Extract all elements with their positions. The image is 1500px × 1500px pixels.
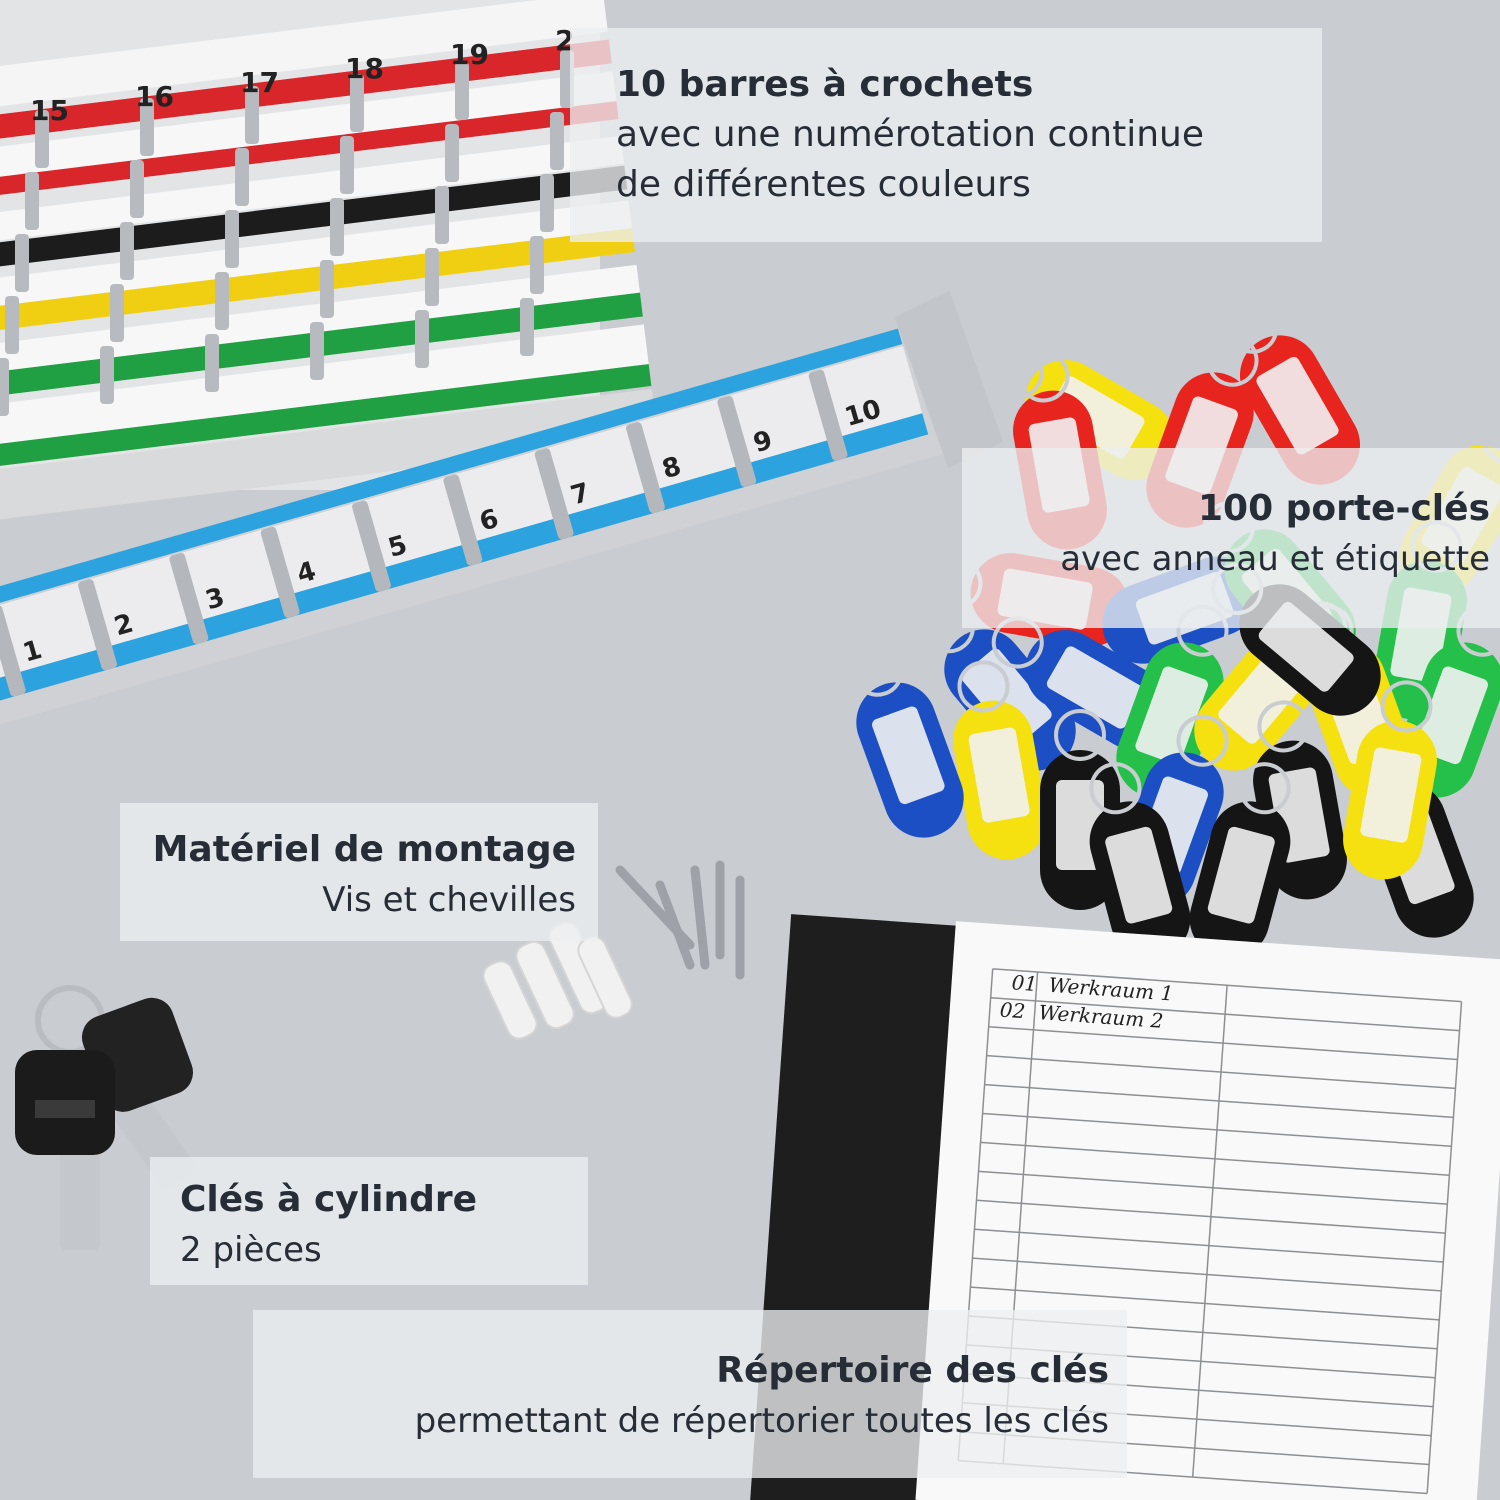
hook <box>25 172 39 230</box>
hook <box>35 110 49 168</box>
hook <box>352 500 391 592</box>
hook <box>530 236 544 294</box>
hook-bars-label: 10 barres à crochets avec une numérotati… <box>570 28 1322 242</box>
top-bar-number: 17 <box>240 66 279 99</box>
hook <box>435 186 449 244</box>
hook <box>717 395 757 487</box>
hook <box>340 136 354 194</box>
cylinder-keys-label: Clés à cylindre 2 pièces <box>150 1157 588 1285</box>
key-tag <box>851 644 964 838</box>
hook <box>5 296 19 354</box>
hook <box>78 579 117 671</box>
key-tag <box>953 660 1047 860</box>
hook <box>443 474 483 566</box>
key-tags-label: 100 porte-clés avec anneau et étiquette <box>962 448 1500 628</box>
key-tag <box>1089 762 1191 959</box>
key-tags-title: 100 porte-clés <box>1197 488 1490 529</box>
key-tag <box>1189 762 1291 959</box>
black-stripe <box>0 165 628 273</box>
hook <box>320 260 334 318</box>
top-bar-numbers: 15 16 17 18 19 2 <box>30 24 574 127</box>
hook <box>534 448 574 540</box>
cylinder-keys-title: Clés à cylindre <box>180 1179 478 1220</box>
hook <box>455 62 469 120</box>
hook-bars-line2: de différentes couleurs <box>616 164 1031 205</box>
hook <box>626 422 665 514</box>
hook <box>205 334 219 392</box>
hook <box>120 222 134 280</box>
top-bar-number: 18 <box>345 52 384 85</box>
hook <box>0 358 9 416</box>
key-directory-line1: permettant de répertorier toutes les clé… <box>414 1401 1109 1441</box>
hook <box>540 174 554 232</box>
hook <box>245 86 259 144</box>
hook <box>0 605 26 697</box>
key-tag <box>1226 301 1360 485</box>
hook <box>140 98 154 156</box>
hook-bars-stack: 15 16 17 18 19 2 <box>0 0 658 522</box>
hook <box>225 210 239 268</box>
yellow-stripe <box>0 228 635 335</box>
hook <box>169 553 209 644</box>
key-tag <box>1343 680 1437 880</box>
hook <box>215 272 229 330</box>
hook <box>415 310 429 368</box>
hook <box>550 112 564 170</box>
mounting-label: Matériel de montage Vis et chevilles <box>120 803 598 941</box>
cylinder-keys-line1: 2 pièces <box>180 1230 322 1270</box>
green-stripe <box>0 292 643 400</box>
entry-2-number: 02 <box>999 997 1026 1023</box>
hook <box>235 148 249 206</box>
hook-bars-line1: avec une numérotation continue <box>616 114 1204 155</box>
red-stripe <box>0 39 612 147</box>
hook <box>350 74 364 132</box>
top-bar-number: 15 <box>30 94 69 127</box>
mounting-line1: Vis et chevilles <box>322 880 576 920</box>
entry-1-number: 01 <box>1011 970 1038 996</box>
top-bar-number: 19 <box>450 38 489 71</box>
top-bar-number: 2 <box>555 24 574 57</box>
key-directory-title: Répertoire des clés <box>716 1350 1109 1391</box>
hook-bars-title: 10 barres à crochets <box>616 64 1034 105</box>
mounting-title: Matériel de montage <box>152 829 576 870</box>
hook <box>100 346 114 404</box>
hook <box>15 234 29 292</box>
hook <box>808 369 848 461</box>
hook <box>310 322 324 380</box>
hook <box>110 284 124 342</box>
hook <box>330 198 344 256</box>
top-bar-number: 16 <box>135 80 174 113</box>
hook <box>445 124 459 182</box>
hook <box>425 248 439 306</box>
key-tags-line1: avec anneau et étiquette <box>1060 539 1490 579</box>
green-stripe-2 <box>0 364 652 469</box>
hook <box>130 160 144 218</box>
hook <box>260 526 300 618</box>
hook <box>520 298 534 356</box>
screws-and-anchors <box>482 860 745 1040</box>
key-directory-label: Répertoire des clés permettant de répert… <box>253 1310 1127 1478</box>
